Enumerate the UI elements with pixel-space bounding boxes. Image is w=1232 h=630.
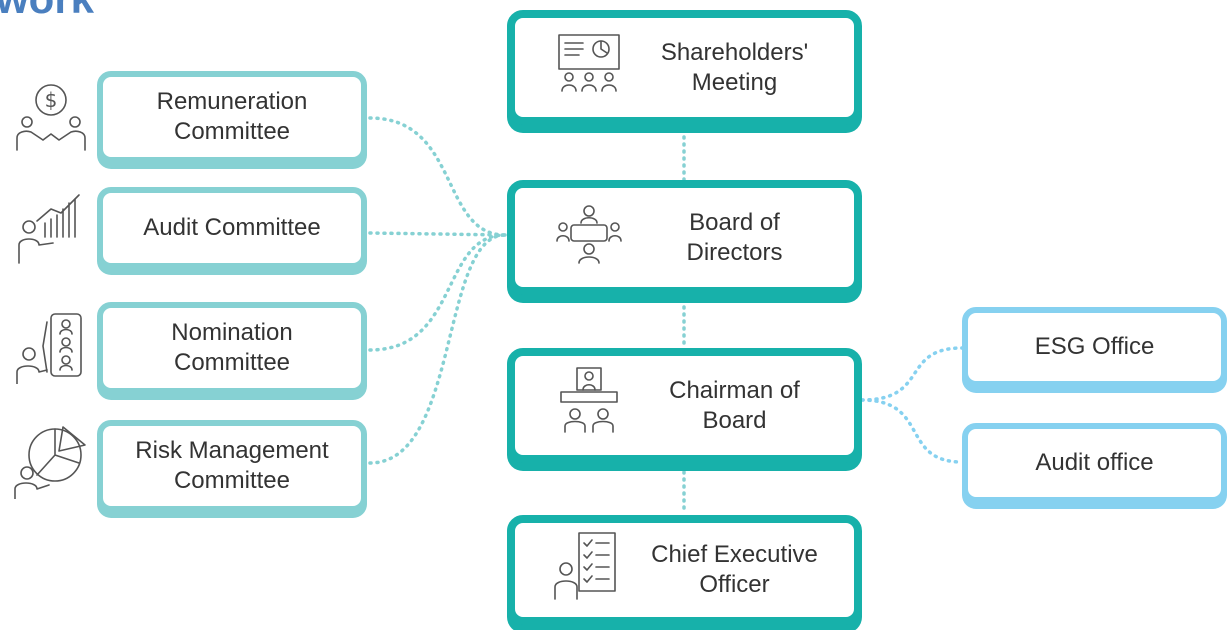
page-title: work xyxy=(0,0,94,20)
svg-text:$: $ xyxy=(45,88,58,112)
chief-executive-officer-label: Chief Executive Officer xyxy=(651,541,818,598)
handshake-dollar-icon: $ xyxy=(15,82,87,157)
remuneration-committee-box: Remuneration Committee xyxy=(97,71,367,163)
candidate-selection-icon xyxy=(15,312,87,389)
nomination-committee-label: Nomination Committee xyxy=(171,319,293,376)
growth-chart-presenter-icon xyxy=(15,193,87,270)
chairman-of-board-box: Chairman of Board xyxy=(507,348,862,463)
audit-office-box: Audit office xyxy=(962,423,1227,503)
risk-management-committee-label: Risk Management Committee xyxy=(135,437,329,494)
meeting-table-icon xyxy=(553,201,625,275)
board-of-directors-box: Board of Directors xyxy=(507,180,862,295)
audit-office-label: Audit office xyxy=(1035,449,1154,476)
shareholders-meeting-box: Shareholders' Meeting xyxy=(507,10,862,125)
podium-speaker-icon xyxy=(553,366,625,446)
esg-office-box: ESG Office xyxy=(962,307,1227,387)
nomination-committee-box: Nomination Committee xyxy=(97,302,367,394)
chief-executive-officer-box: Chief Executive Officer xyxy=(507,515,862,625)
checklist-person-icon xyxy=(553,531,625,609)
audit-committee-box: Audit Committee xyxy=(97,187,367,269)
board-of-directors-label: Board of Directors xyxy=(686,208,783,266)
presentation-board-audience-icon xyxy=(553,31,625,105)
remuneration-committee-label: Remuneration Committee xyxy=(156,88,308,145)
risk-management-committee-box: Risk Management Committee xyxy=(97,420,367,512)
pie-chart-presenter-icon xyxy=(13,425,87,504)
esg-office-label: ESG Office xyxy=(1034,333,1155,360)
shareholders-meeting-label: Shareholders' Meeting xyxy=(660,38,809,96)
audit-committee-label: Audit Committee xyxy=(143,214,321,241)
chairman-of-board-label: Chairman of Board xyxy=(669,376,800,434)
